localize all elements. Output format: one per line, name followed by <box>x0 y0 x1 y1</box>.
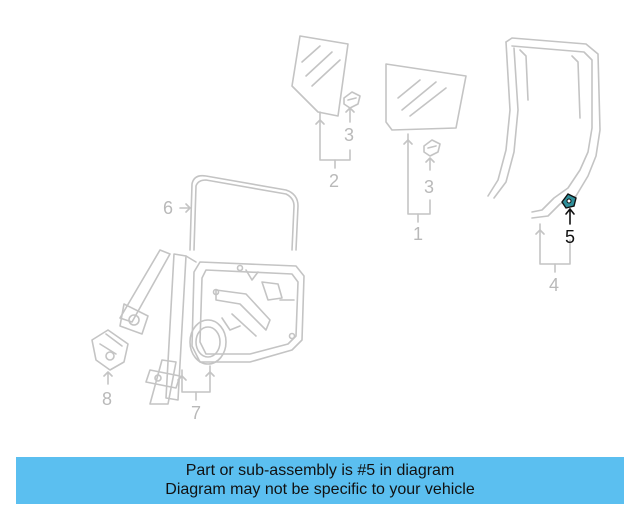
leader-7 <box>181 365 211 393</box>
callout-1: 1 <box>413 224 424 244</box>
upper-seal <box>189 174 299 251</box>
door-glass <box>385 63 467 131</box>
callout-7: 7 <box>191 403 202 423</box>
info-banner: Part or sub-assembly is #5 in diagram Di… <box>16 457 624 504</box>
callout-2: 2 <box>329 171 340 191</box>
callout-3-lower: 3 <box>424 177 435 197</box>
callout-4: 4 <box>549 275 560 295</box>
leader-8 <box>103 371 113 385</box>
leader-1 <box>407 133 431 215</box>
parts-diagram <box>91 35 601 405</box>
window-regulator <box>119 249 305 405</box>
regulator-motor <box>91 329 129 371</box>
bolt-upper <box>343 91 361 109</box>
quarter-glass <box>291 35 349 117</box>
callout-5[interactable]: 5 <box>565 227 576 247</box>
callout-6: 6 <box>163 198 174 218</box>
clip-part-5 <box>561 193 577 225</box>
callout-3-upper: 3 <box>344 125 355 145</box>
leader-6 <box>179 203 191 213</box>
banner-line-disclaimer: Diagram may not be specific to your vehi… <box>165 481 475 498</box>
callout-8: 8 <box>102 389 113 409</box>
bolt-lower <box>423 139 441 157</box>
run-channel <box>487 37 601 219</box>
banner-line-part: Part or sub-assembly is #5 in diagram <box>185 462 455 479</box>
